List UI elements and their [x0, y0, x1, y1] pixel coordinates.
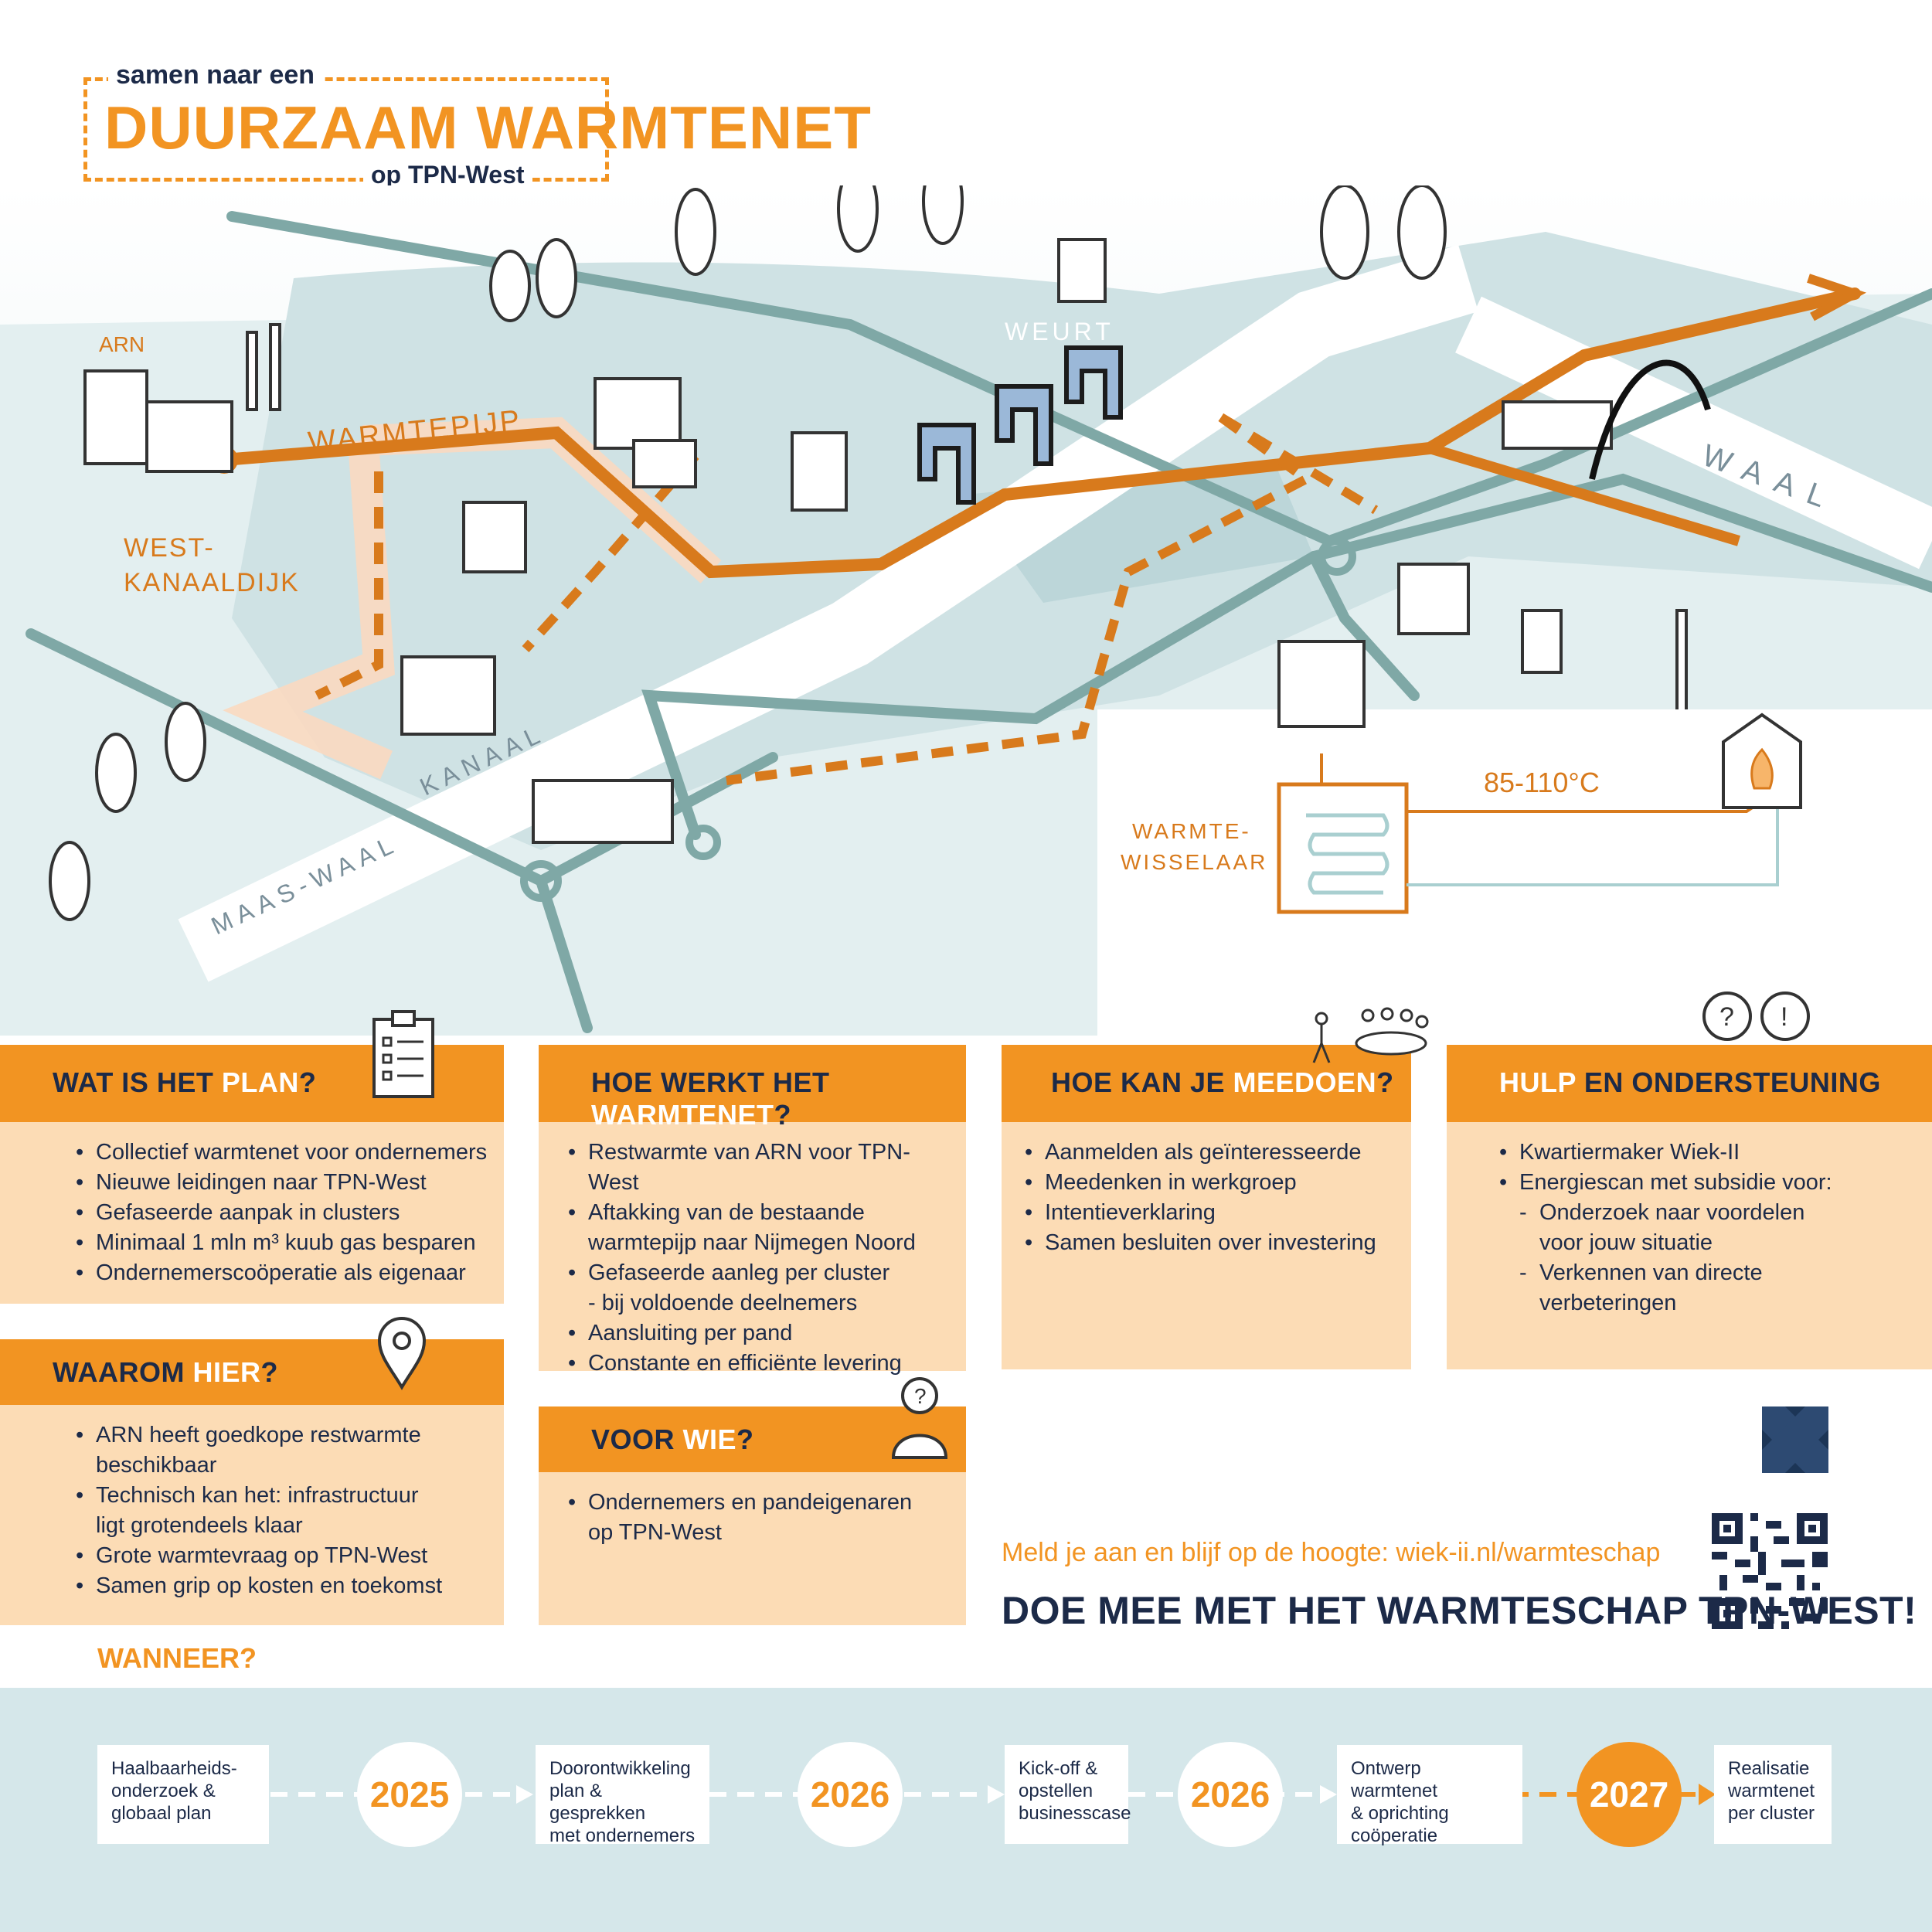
waal-river [1455, 296, 1932, 570]
list-item: Restwarmte van ARN voor TPN-West [568, 1138, 951, 1198]
list-item: Gefaseerde aanleg per cluster [568, 1258, 951, 1288]
label-west-2: KANAALDIJK [124, 568, 300, 597]
title-top: samen naar een [108, 60, 323, 90]
list-item: Onderzoek naar voordelen [1499, 1198, 1917, 1228]
list-item: Collectief warmtenet voor ondernemers [76, 1138, 488, 1168]
timeline-heading: WANNEER? [97, 1642, 257, 1674]
card-hulp-body: Kwartiermaker Wiek-II Energiescan met su… [1447, 1122, 1932, 1369]
question-exclamation-icon: ? ! [1702, 992, 1810, 1041]
list-item: verbeteringen [1539, 1291, 1677, 1315]
card-wie-header: VOOR WIE? [539, 1406, 966, 1472]
timeline-year-1: 2025 [357, 1742, 462, 1847]
list-item: Technisch kan het: infrastructuur [76, 1481, 488, 1511]
timeline-year-2: 2026 [798, 1742, 903, 1847]
list-item: beschikbaar [96, 1453, 217, 1478]
warmtepijp-line [218, 287, 1861, 579]
label-exchanger-2: WISSELAAR [1121, 850, 1267, 874]
list-item: Constante en efficiënte levering [568, 1349, 951, 1379]
flame-icon [1750, 747, 1774, 790]
list-item: ligt grotendeels klaar [96, 1513, 303, 1538]
list-item: Minimaal 1 mln m³ kuub gas besparen [76, 1228, 488, 1258]
bridge-pillars [917, 345, 1123, 505]
title-subtitle: op TPN-West [363, 161, 532, 189]
list-item: Samen besluiten over investering [1025, 1228, 1396, 1258]
label-exchanger-1: WARMTE- [1132, 819, 1251, 843]
card-wie-body: Ondernemers en pandeigenaren op TPN-West [539, 1472, 966, 1625]
list-item: ARN heeft goedkope restwarmte [76, 1420, 488, 1451]
list-item: Ondernemerscoöperatie als eigenaar [76, 1258, 488, 1288]
meeting-group-icon [1312, 1007, 1429, 1063]
card-plan-body: Collectief warmtenet voor ondernemers Ni… [0, 1122, 504, 1304]
svg-text:!: ! [1781, 1002, 1787, 1032]
maas-waal-canal [178, 244, 1478, 982]
list-item: Energiescan met subsidie voor: [1499, 1168, 1917, 1198]
card-werkt-body: Restwarmte van ARN voor TPN-West Aftakki… [539, 1122, 966, 1379]
map-illustration: ARN WARMTEPIJP WEST- KANAALDIJK WEURT WA… [0, 185, 1932, 1036]
card-werkt-header: HOE WERKT HET WARMTENET? [539, 1045, 966, 1131]
cta-link-text[interactable]: Meld je aan en blijf op de hoogte: wiek-… [1002, 1538, 1661, 1567]
list-item: Kwartiermaker Wiek-II [1499, 1138, 1917, 1168]
card-meedoen: HOE KAN JE MEEDOEN? Aanmelden als geïnte… [1002, 1045, 1411, 1369]
timeline-step-1: Haalbaarheids- onderzoek & globaal plan [97, 1745, 269, 1844]
timeline-step-4: Ontwerp warmtenet & oprichting coöperati… [1337, 1745, 1522, 1846]
list-item: Meedenken in werkgroep [1025, 1168, 1396, 1198]
label-west-1: WEST- [124, 533, 215, 563]
list-item: Samen grip op kosten en toekomst [76, 1571, 488, 1601]
label-weurt: WEURT [1005, 318, 1114, 345]
person-question-icon: ? [891, 1377, 948, 1459]
card-meedoen-header: HOE KAN JE MEEDOEN? [1002, 1045, 1411, 1122]
list-item: Grote warmtevraag op TPN-West [76, 1541, 488, 1571]
list-item: Intentieverklaring [1025, 1198, 1396, 1228]
list-item: voor jouw situatie [1539, 1230, 1713, 1255]
list-item: Aftakking van de bestaande [568, 1198, 951, 1228]
card-hulp: HULP EN ONDERSTEUNING Kwartiermaker Wiek… [1447, 1045, 1932, 1369]
page-title: DUURZAAM WARMTENET [104, 94, 872, 162]
timeline-year-4: 2027 [1577, 1742, 1682, 1847]
list-item: Aansluiting per pand [568, 1318, 951, 1349]
list-item: op TPN-West [588, 1520, 722, 1545]
clipboard-icon [372, 1010, 434, 1098]
card-werkt: HOE WERKT HET WARMTENET? Restwarmte van … [539, 1045, 966, 1379]
list-item: Ondernemers en pandeigenaren [568, 1488, 951, 1518]
wiek-logo [1762, 1406, 1828, 1473]
timeline-step-2: Doorontwikkeling plan & gesprekken met o… [536, 1745, 709, 1846]
card-hier: WAAROM HIER? ARN heeft goedkope restwarm… [0, 1339, 504, 1625]
qr-code[interactable] [1712, 1513, 1828, 1629]
title-frame [83, 77, 609, 182]
timeline-year-3: 2026 [1178, 1742, 1283, 1847]
list-item: warmtepijp naar Nijmegen Noord [588, 1230, 916, 1255]
timeline-step-3: Kick-off & opstellen businesscase [1005, 1745, 1131, 1844]
timeline-step-5: Realisatie warmtenet per cluster [1714, 1745, 1832, 1844]
planned-branches [315, 413, 1379, 785]
label-temperature: 85-110°C [1484, 767, 1600, 798]
svg-text:?: ? [1719, 1002, 1734, 1032]
trees [49, 185, 1447, 921]
waal-bridge-arch [1589, 359, 1711, 480]
card-hulp-header: HULP EN ONDERSTEUNING [1447, 1045, 1932, 1122]
svg-text:?: ? [914, 1384, 927, 1408]
list-item: Verkennen van directe [1499, 1258, 1917, 1288]
list-item: Gefaseerde aanpak in clusters [76, 1198, 488, 1228]
wiek-logo-icon [1762, 1406, 1828, 1473]
list-item: Nieuwe leidingen naar TPN-West [76, 1168, 488, 1198]
label-arn: ARN [99, 332, 145, 356]
card-hier-body: ARN heeft goedkope restwarmte beschikbaa… [0, 1405, 504, 1625]
card-meedoen-body: Aanmelden als geïnteresseerde Meedenken … [1002, 1122, 1411, 1369]
list-item: Aanmelden als geïnteresseerde [1025, 1138, 1396, 1168]
card-wie: VOOR WIE? Ondernemers en pandeigenaren o… [539, 1406, 966, 1625]
cta-headline: DOE MEE MET HET WARMTESCHAP TPN-WEST! [1002, 1589, 1917, 1632]
location-pin-icon [377, 1317, 427, 1390]
list-item: - bij voldoende deelnemers [588, 1291, 858, 1315]
